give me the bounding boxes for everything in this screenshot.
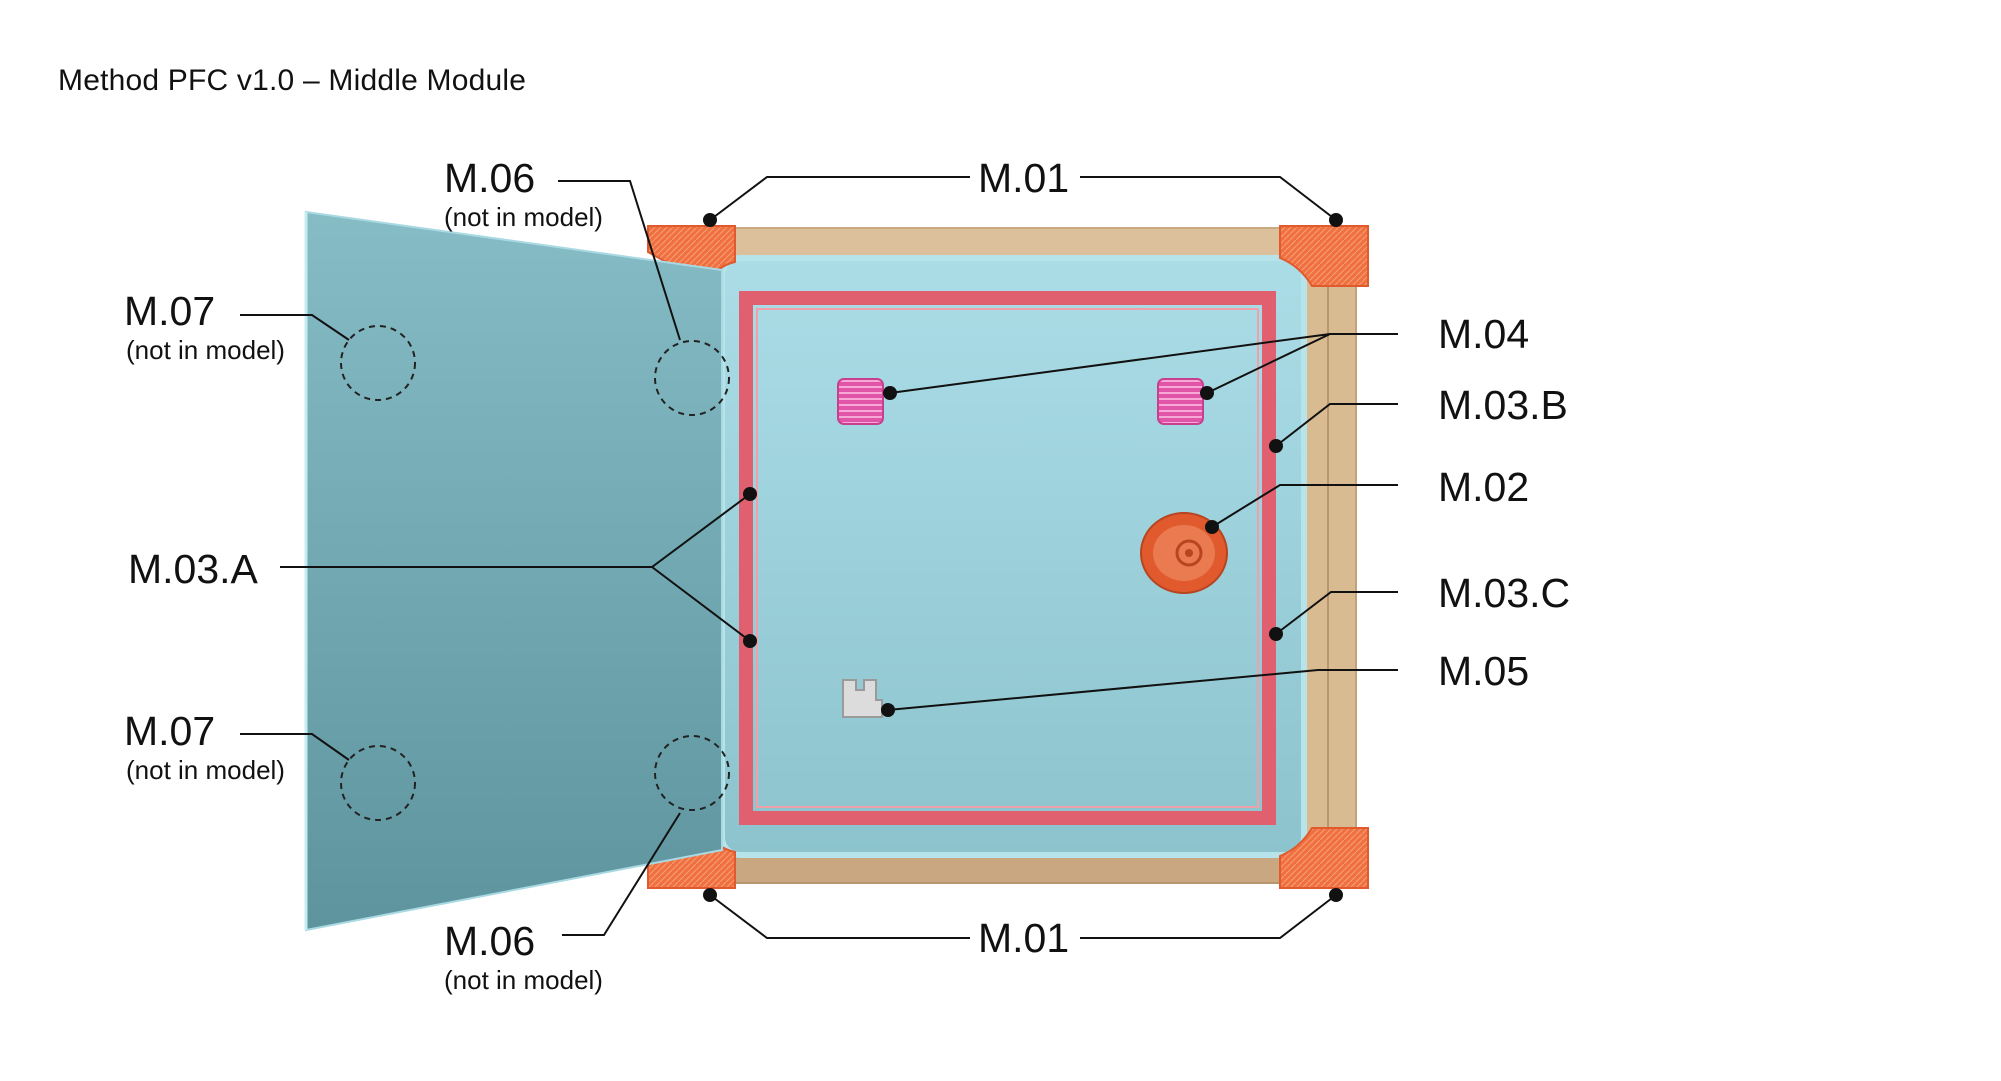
note-m07-bottom: (not in model) — [126, 755, 285, 785]
label-m07-bottom: M.07 — [124, 708, 215, 754]
circulation-fan — [1140, 512, 1228, 594]
note-m06-top: (not in model) — [444, 202, 603, 232]
callout-labels: M.01 M.01 M.06 (not in model) M.06 (not … — [124, 155, 1570, 995]
leader-m05 — [887, 669, 1398, 711]
vent-left — [837, 378, 884, 425]
frame-right-rail — [1303, 257, 1357, 856]
leader-m03b — [1275, 403, 1398, 447]
leader-m06-top — [558, 180, 681, 341]
leader-m01-top — [709, 176, 970, 221]
label-m06-top: M.06 — [444, 155, 535, 201]
corner-bracket-top-right — [1279, 225, 1369, 287]
corner-bracket-bottom-right — [1279, 827, 1369, 889]
vent-right — [1157, 378, 1204, 425]
label-m01-bottom: M.01 — [978, 915, 1069, 961]
label-m05: M.05 — [1438, 648, 1529, 694]
note-m06-bottom: (not in model) — [444, 965, 603, 995]
gasket-frame — [739, 291, 1276, 825]
label-m06-bottom: M.06 — [444, 918, 535, 964]
leader-m06-bottom — [562, 812, 681, 936]
placeholder-circle — [340, 745, 416, 821]
label-m03c: M.03.C — [1438, 570, 1570, 616]
placeholder-circle — [654, 340, 730, 416]
leader-dots — [703, 213, 1343, 902]
leader-m01-bottom-right — [1080, 894, 1337, 939]
frame-bottom-rail — [711, 854, 1313, 884]
frame-top-rail — [711, 227, 1313, 259]
label-m07-top: M.07 — [124, 288, 215, 334]
placeholder-circle — [654, 735, 730, 811]
placeholder-circle — [340, 325, 416, 401]
hinge-placeholders — [340, 325, 730, 821]
label-m02: M.02 — [1438, 464, 1529, 510]
label-m04: M.04 — [1438, 311, 1529, 357]
label-m03a: M.03.A — [128, 546, 259, 592]
leader-m04 — [889, 333, 1398, 394]
leader-lines — [240, 176, 1398, 939]
leader-m07-bottom — [240, 733, 350, 761]
note-m07-top: (not in model) — [126, 335, 285, 365]
leader-m03a — [280, 493, 751, 642]
leader-m02 — [1211, 484, 1398, 528]
diagram-title: Method PFC v1.0 – Middle Module — [58, 64, 527, 97]
label-m03b: M.03.B — [1438, 382, 1568, 428]
leader-m03c — [1275, 591, 1398, 635]
leader-m01-top-right — [1080, 176, 1337, 221]
leader-m07-top — [240, 314, 350, 341]
leader-m01-bottom — [709, 894, 970, 939]
open-door — [304, 210, 723, 932]
sensor-module — [842, 679, 883, 718]
label-m01-top: M.01 — [978, 155, 1069, 201]
vents — [837, 378, 1204, 425]
